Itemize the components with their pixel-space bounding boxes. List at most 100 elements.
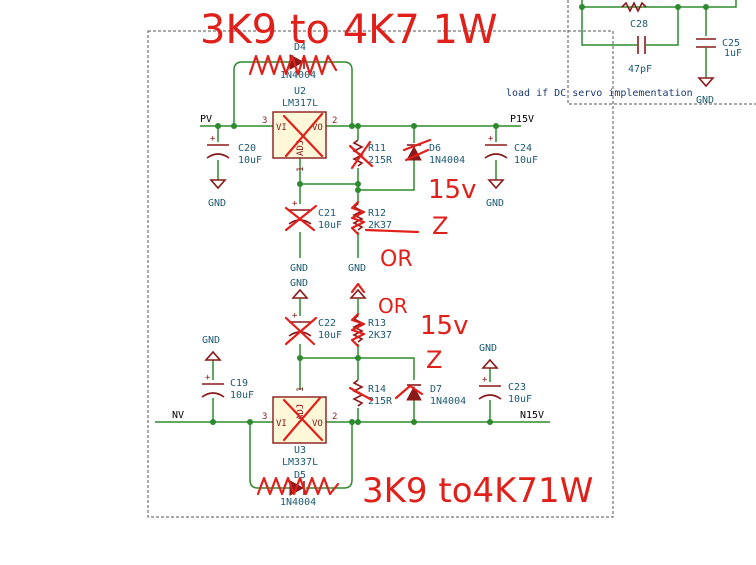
c22-value: 10uF (318, 330, 342, 341)
arrow-r13 (350, 282, 366, 294)
c20-value: 10uF (238, 155, 262, 166)
u2-value: LM317L (282, 98, 318, 109)
cross-r11 (348, 140, 374, 170)
gnd-label: GND (348, 263, 366, 274)
servo-note: load if DC servo implementation (506, 88, 693, 99)
u2-pin-adj: ADJ (296, 140, 306, 156)
d4-value: 1N4004 (280, 70, 316, 81)
scribble-d7 (394, 384, 424, 400)
c28-ref: C28 (630, 19, 648, 30)
d6-ref: D6 (429, 143, 441, 154)
u3-ref: U3 (294, 445, 306, 456)
u3-pin2: 2 (332, 412, 337, 422)
u3-pin1: 1 (296, 387, 306, 392)
r12-resistor-symbol (352, 203, 364, 231)
resistor-symbol (621, 1, 647, 13)
c24-value: 10uF (514, 155, 538, 166)
net-nv: NV (172, 410, 184, 421)
r12-value: 2K37 (368, 220, 392, 231)
cross-u3 (282, 396, 324, 442)
net-p15v: P15V (510, 114, 534, 125)
c23-ref: C23 (508, 382, 526, 393)
u2-ref: U2 (294, 86, 306, 97)
r13-value: 2K37 (368, 330, 392, 341)
gnd-symbol (204, 350, 222, 361)
handwriting-top: 3K9 to 4K7 1W (200, 7, 498, 53)
gnd-label: GND (696, 95, 714, 106)
handwriting-15v-upper: 15v (428, 175, 476, 205)
c19-ref: C19 (230, 378, 248, 389)
u3-pin-vi: VI (276, 419, 287, 429)
u3-pin-vo: VO (312, 419, 323, 429)
gnd-label: GND (290, 278, 308, 289)
r12-ref: R12 (368, 208, 386, 219)
c24-capacitor (484, 144, 508, 159)
handwriting-z-lower: Z (426, 346, 442, 374)
u3-pin-adj: ADJ (296, 404, 306, 420)
c19-capacitor (201, 383, 225, 398)
d6-value: 1N4004 (429, 155, 465, 166)
gnd-label: GND (202, 335, 220, 346)
handwriting-15v-lower: 15v (420, 311, 468, 341)
c23-plus: + (482, 375, 488, 385)
d7-diode-symbol (406, 385, 422, 401)
u3-value: LM337L (282, 457, 318, 468)
d4-ref: D4 (294, 42, 306, 53)
c22-ref: C22 (318, 318, 336, 329)
handwriting-or-upper: OR (380, 247, 413, 272)
r11-value: 215R (368, 155, 393, 166)
d7-ref: D7 (430, 384, 442, 395)
negative-regulator-section: GND NV N15V (155, 278, 550, 508)
handwriting-bottom: 3K9 to4K71W (362, 471, 593, 511)
servo-fragment: C28 47pF C25 1uF GND load if DC servo im… (506, 0, 742, 106)
c28-value: 47pF (628, 64, 652, 75)
r11-ref: R11 (368, 143, 386, 154)
gnd-symbol (481, 358, 499, 369)
d5-ref: D5 (294, 470, 306, 481)
c23-value: 10uF (508, 394, 532, 405)
c25-value: 1uF (724, 48, 742, 59)
c25-ref: C25 (722, 38, 740, 49)
u2-pin-vi: VI (276, 123, 287, 133)
u2-pin-vo: VO (312, 123, 323, 133)
d5-value: 1N4004 (280, 497, 316, 508)
c19-value: 10uF (230, 390, 254, 401)
u3-pin3: 3 (262, 412, 267, 422)
strike-d6 (402, 138, 432, 162)
c21-value: 10uF (318, 220, 342, 231)
gnd-label: GND (290, 263, 308, 274)
cross-r14 (348, 386, 374, 402)
c20-ref: C20 (238, 143, 256, 154)
c22-plus: + (292, 311, 298, 321)
c25-capacitor (696, 38, 716, 54)
c19-plus: + (205, 373, 211, 383)
r14-ref: R14 (368, 384, 386, 395)
regulator-block-border (147, 30, 614, 518)
c28-capacitor (632, 36, 652, 54)
gnd-symbol (209, 179, 227, 190)
net-pv: PV (200, 114, 212, 125)
r13-resistor-symbol (352, 315, 364, 343)
overdraw-r12 (350, 200, 366, 236)
positive-regulator-section: PV P15V D4 1N4004 U2 LM317L VI VO ADJ 3 … (200, 42, 538, 274)
handwritten-annotations: 3K9 to 4K7 1W 3K9 to4K71W 15v Z OR OR 15… (200, 7, 593, 511)
overdraw-r13 (350, 312, 366, 348)
cross-c22 (284, 316, 318, 346)
gnd-symbol (291, 288, 309, 299)
u2-pin3: 3 (262, 116, 267, 126)
cross-c21 (284, 204, 318, 232)
underline-r12 (364, 228, 420, 234)
gnd-symbol (487, 179, 505, 190)
u2-pin1: 1 (296, 167, 306, 172)
c24-plus: + (488, 134, 494, 144)
cross-u2 (282, 112, 324, 158)
c20-plus: + (210, 134, 216, 144)
gnd-label: GND (479, 343, 497, 354)
d7-value: 1N4004 (430, 396, 466, 407)
u2-pin2: 2 (332, 116, 337, 126)
c20-capacitor (206, 144, 230, 159)
handwriting-z-upper: Z (432, 212, 448, 240)
scribble-d4 (248, 54, 338, 76)
handwriting-or-lower: OR (378, 294, 408, 318)
